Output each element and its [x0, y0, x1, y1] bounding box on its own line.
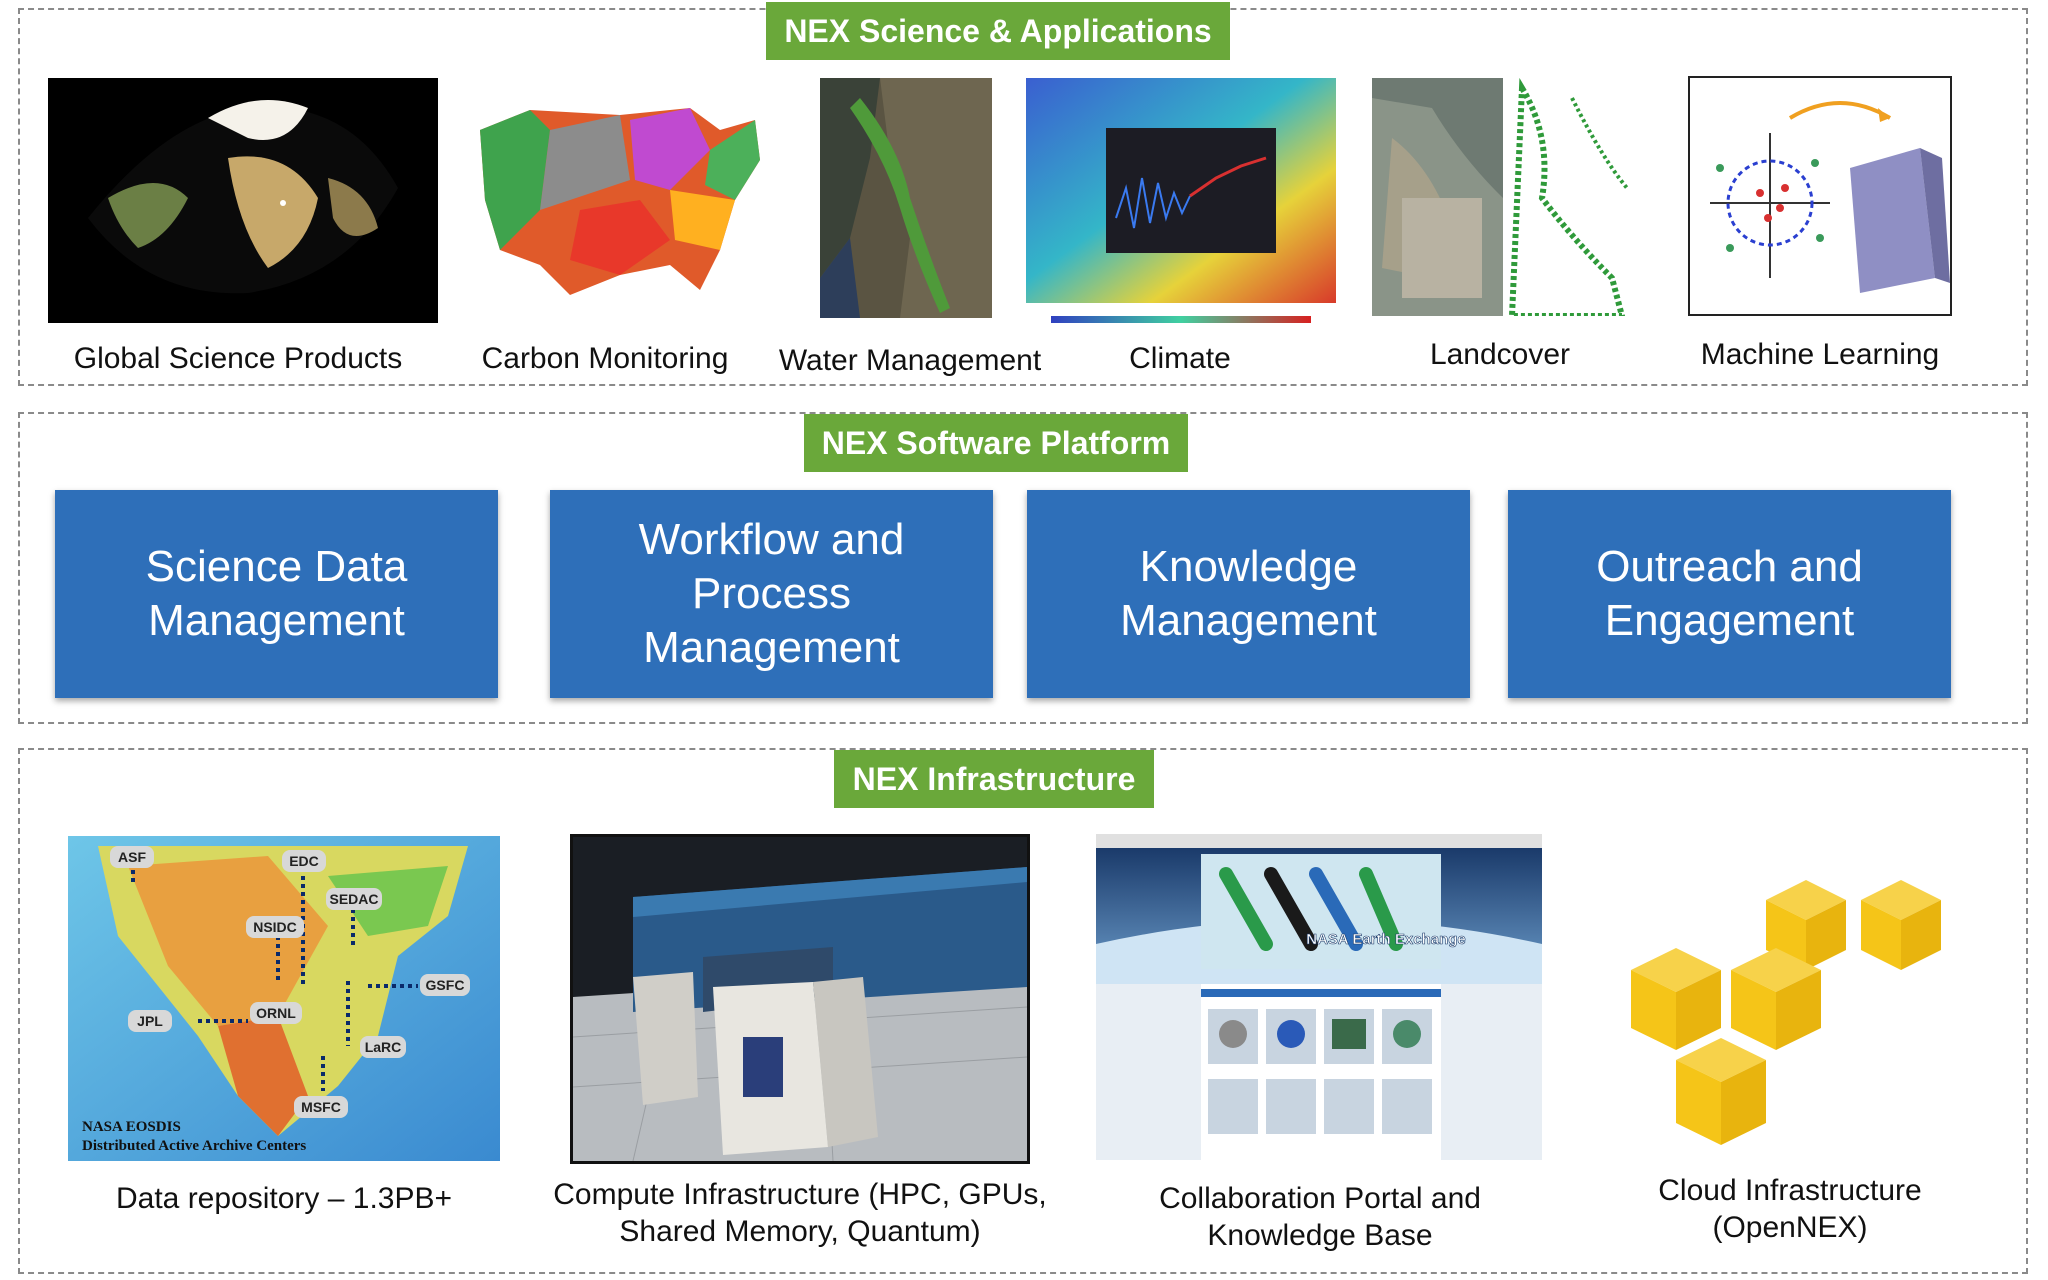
climate-projection-image	[1026, 78, 1336, 328]
caption-machine-learning: Machine Learning	[1700, 338, 1940, 371]
caption-compute-text: Compute Infrastructure (HPC, GPUs, Share…	[553, 1178, 1047, 1248]
caption-landcover: Landcover	[1429, 338, 1571, 371]
caption-collaboration-portal: Collaboration Portal and Knowledge Base	[1110, 1180, 1530, 1254]
landcover-aerial-image	[1372, 78, 1634, 316]
portal-screenshot-image: NASA Earth Exchange	[1096, 834, 1542, 1160]
caption-cloud-infrastructure: Cloud Infrastructure (OpenNEX)	[1640, 1172, 1940, 1246]
daac-map-image: ASF EDC SEDAC NSIDC GSFC JPL ORNL LaRC M…	[68, 836, 500, 1161]
map-label-sedac: SEDAC	[329, 891, 378, 907]
pillar-science-data-management: Science Data Management	[55, 490, 498, 698]
infrastructure-banner: NEX Infrastructure	[834, 750, 1154, 808]
map-label-jpl: JPL	[137, 1013, 163, 1029]
cloud-cubes-icon	[1616, 870, 1956, 1160]
pillar-knowledge-management: Knowledge Management	[1027, 490, 1470, 698]
map-label-gsfc: GSFC	[426, 977, 465, 993]
caption-water-management: Water Management	[778, 344, 1042, 377]
pillar-label: Outreach and Engagement	[1596, 542, 1863, 645]
caption-compute-infrastructure: Compute Infrastructure (HPC, GPUs, Share…	[535, 1176, 1065, 1250]
machine-learning-diagram	[1688, 76, 1952, 316]
science-banner: NEX Science & Applications	[766, 2, 1230, 60]
portal-title: NASA Earth Exchange	[1306, 931, 1466, 948]
pillar-workflow-process-management: Workflow and Process Management	[550, 490, 993, 698]
map-label-larc: LaRC	[365, 1039, 402, 1055]
supercomputer-image	[570, 834, 1030, 1164]
pillar-label: Workflow and Process Management	[638, 515, 905, 672]
globe-night-image	[48, 78, 438, 323]
software-banner: NEX Software Platform	[804, 414, 1188, 472]
caption-data-repository: Data repository – 1.3PB+	[115, 1182, 453, 1215]
pillar-outreach-engagement: Outreach and Engagement	[1508, 490, 1951, 698]
caption-collaboration-text: Collaboration Portal and Knowledge Base	[1159, 1182, 1481, 1252]
us-carbon-map-image	[470, 90, 770, 315]
infrastructure-section	[18, 748, 2028, 1274]
map-label-edc: EDC	[289, 853, 319, 869]
map-caption-line2: Distributed Active Archive Centers	[82, 1138, 306, 1154]
map-label-msfc: MSFC	[301, 1099, 341, 1115]
map-label-nsidc: NSIDC	[253, 919, 297, 935]
caption-cloud-text: Cloud Infrastructure (OpenNEX)	[1658, 1174, 1922, 1244]
software-section	[18, 412, 2028, 724]
caption-global-science-products: Global Science Products	[73, 342, 403, 375]
map-label-asf: ASF	[118, 849, 146, 865]
pillar-label: Science Data Management	[145, 542, 408, 645]
map-label-ornl: ORNL	[256, 1005, 296, 1021]
california-satellite-image	[820, 78, 992, 318]
caption-climate: Climate	[1129, 342, 1231, 375]
map-caption-line1: NASA EOSDIS	[82, 1119, 181, 1135]
caption-carbon-monitoring: Carbon Monitoring	[481, 342, 729, 375]
pillar-label: Knowledge Management	[1120, 542, 1377, 645]
